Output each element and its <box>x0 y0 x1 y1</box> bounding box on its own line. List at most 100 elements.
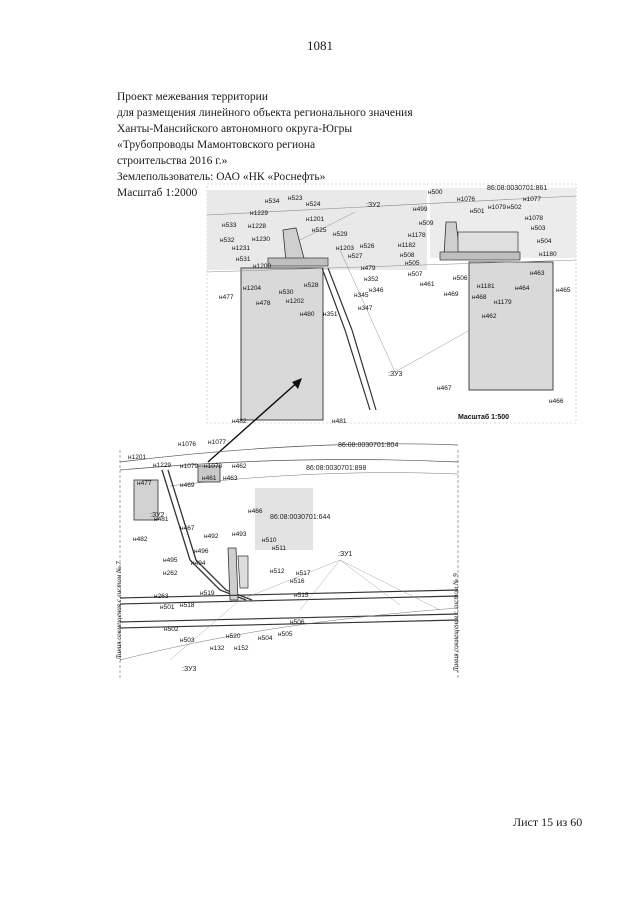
inset-frame <box>206 183 577 424</box>
point-label: н507 <box>408 271 423 278</box>
inset-bg-left <box>207 190 427 270</box>
match-line-left-label: Линия совмещения с листом № 7 <box>115 561 123 661</box>
leader <box>169 599 241 661</box>
point-label: н505 <box>405 260 420 267</box>
zone-label: :ЗУ2 <box>366 202 381 209</box>
point-label: н464 <box>515 285 530 292</box>
point-label: н477 <box>219 294 234 301</box>
point-label: н504 <box>258 635 273 642</box>
point-label: н505 <box>278 631 293 638</box>
point-label: н494 <box>191 560 206 567</box>
header-line-6: Землепользователь: ОАО «НК «Роснефть» <box>117 171 326 183</box>
point-label: н477 <box>137 480 152 487</box>
point-label: н503 <box>531 225 546 232</box>
parcel-482 <box>133 479 159 521</box>
point-label: н479 <box>361 265 376 272</box>
sheet-footer: Лист 15 из 60 <box>513 815 583 829</box>
point-label: н480 <box>300 311 315 318</box>
point-label: н1200 <box>253 263 271 270</box>
point-label: н462 <box>482 313 497 320</box>
point-label: н263 <box>154 593 169 600</box>
point-label: н345 <box>354 292 369 299</box>
point-label: н516 <box>290 578 305 585</box>
scale-inset: Масштаб 1:500 <box>458 413 509 421</box>
zone-label: :ЗУ3 <box>182 666 197 673</box>
point-label: н351 <box>323 311 338 318</box>
point-label: н1180 <box>539 251 557 258</box>
header-line-5: строительства 2016 г.» <box>117 155 228 167</box>
inset-building-right <box>457 231 519 253</box>
match-line-right-label: Линия совмещения с листом № 9 <box>452 573 460 673</box>
arrow-line <box>207 379 301 463</box>
point-label: н533 <box>222 222 237 229</box>
structure-pad <box>237 555 249 589</box>
point-label: н506 <box>290 619 305 626</box>
point-label: н532 <box>220 237 235 244</box>
point-label: н525 <box>312 227 327 234</box>
point-label: н465 <box>556 287 571 294</box>
point-label: н499 <box>413 206 428 213</box>
point-label: н478 <box>256 300 271 307</box>
leader <box>394 329 471 373</box>
point-label: н501 <box>470 208 485 215</box>
cadastral-label: 86:08:0030701:898 <box>306 465 366 472</box>
point-label: н519 <box>200 590 215 597</box>
point-label: н1182 <box>398 242 416 249</box>
point-label: н502 <box>164 626 179 633</box>
cadastral-label: 86:08:0030701:644 <box>270 514 330 521</box>
point-label: н462 <box>232 463 247 470</box>
point-label: н515 <box>294 592 309 599</box>
main-corridor-2 <box>119 595 459 605</box>
point-label: н466 <box>549 398 564 405</box>
point-label: н509 <box>419 220 434 227</box>
point-label: н1077 <box>208 439 226 446</box>
cadastral-label: 86:08:0030701:861 <box>487 185 547 192</box>
point-label: н469 <box>444 291 459 298</box>
point-label: н495 <box>163 557 178 564</box>
point-label: н1076 <box>457 196 475 203</box>
point-label: н1231 <box>232 245 250 252</box>
point-label: н492 <box>204 533 219 540</box>
inset-boundary <box>206 195 577 216</box>
point-label: н526 <box>360 243 375 250</box>
header-line-2: для размещения линейного объекта региона… <box>117 107 413 119</box>
scale-main: Масштаб 1:2000 <box>117 187 198 199</box>
corridor-top-2 <box>119 459 459 471</box>
point-label: н531 <box>236 256 251 263</box>
point-label: н511 <box>272 545 286 552</box>
point-label: н520 <box>226 633 241 640</box>
point-label: н469 <box>180 482 195 489</box>
point-label: н1079 <box>488 204 506 211</box>
point-label: н510 <box>262 537 277 544</box>
point-label: н1204 <box>243 285 261 292</box>
leader <box>339 559 441 611</box>
zone-label: :ЗУ3 <box>388 371 403 378</box>
structure-vertical <box>227 547 239 601</box>
point-label: н463 <box>530 270 545 277</box>
point-label: н1203 <box>336 245 354 252</box>
main-corridor-4 <box>119 619 459 629</box>
point-label: н482 <box>232 418 247 425</box>
point-label: н1078 <box>525 215 543 222</box>
point-label: н524 <box>306 201 321 208</box>
point-label: н1229 <box>250 210 268 217</box>
inset-pipeline-2 <box>327 267 377 411</box>
point-label: н506 <box>453 275 468 282</box>
inset-pad-left <box>267 257 329 267</box>
point-label: н461 <box>420 281 435 288</box>
point-label: н1076 <box>178 441 196 448</box>
arrow-head <box>292 378 302 389</box>
point-label: н1228 <box>248 223 266 230</box>
point-label: н482 <box>133 536 148 543</box>
page-number: 1081 <box>307 38 333 53</box>
cadastral-label: 86:08:0030701:804 <box>338 442 398 449</box>
point-label: н481 <box>154 516 169 523</box>
main-corridor-3 <box>119 613 459 623</box>
header-line-3: Ханты-Мансийского автономного округа-Югр… <box>117 123 353 135</box>
point-label: н504 <box>537 238 552 245</box>
point-label: н1178 <box>408 232 426 239</box>
point-label: н1229 <box>153 462 171 469</box>
document-header: Проект межевания территории для размещен… <box>117 89 413 201</box>
point-label: н534 <box>265 198 280 205</box>
point-label: н1079 <box>180 463 198 470</box>
